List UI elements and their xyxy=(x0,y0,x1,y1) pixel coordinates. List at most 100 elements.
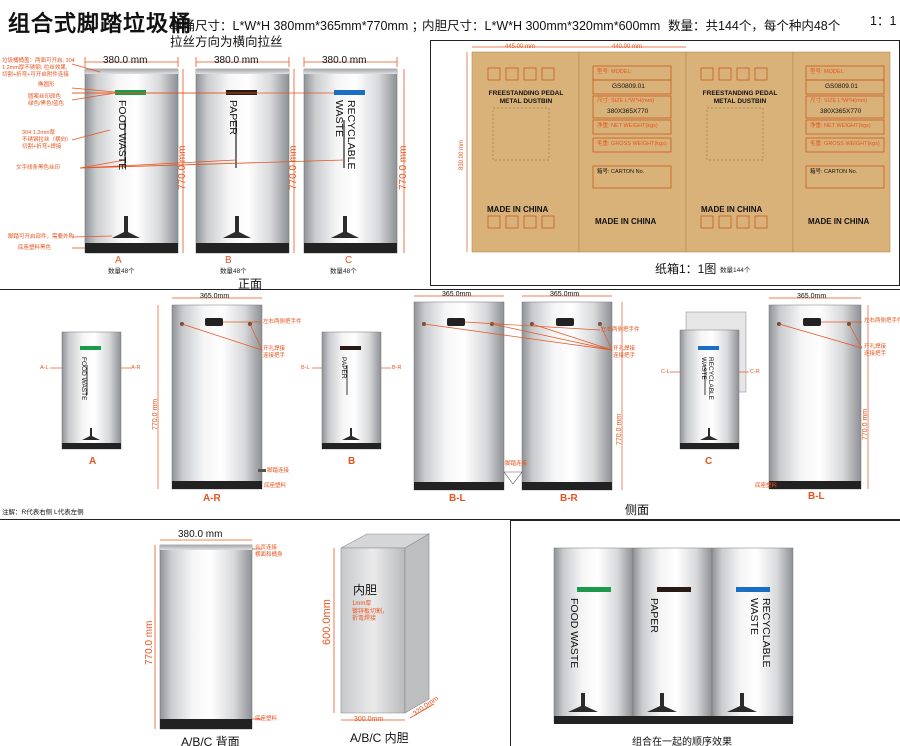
front-height-b: 770.0 mm xyxy=(288,145,299,190)
inner-bin-drawing xyxy=(340,533,431,714)
side-height-2: 770.0 mm xyxy=(616,413,623,445)
back-width: 380.0 mm xyxy=(178,529,223,540)
side-bin-b-l xyxy=(413,301,505,491)
annotation-oval: 椭圆形 xyxy=(38,82,55,88)
side-mark-al: A-L xyxy=(40,365,49,371)
side-text-recyclable: RECYCLABLE WASTE xyxy=(699,357,714,400)
page-title: 组合式脚踏垃圾桶 xyxy=(8,11,193,36)
base-strip xyxy=(85,243,178,253)
carton-net-label-1: 净重: NET WEIGHT(kgs) xyxy=(597,123,658,129)
front-height-c: 770.0 mm xyxy=(398,145,409,190)
brush-direction-note: 拉丝方向为横向拉丝 xyxy=(170,35,283,49)
carton-made-in-3: MADE IN CHINA xyxy=(595,217,657,226)
side-width-ar: 365.0mm xyxy=(200,293,230,300)
inner-note: 1mm厚 镀锌板切割， 折弯焊接 xyxy=(352,601,389,622)
side-ann-handle-3: 左右两侧把手件 xyxy=(864,318,900,324)
side-bin-b-l-right xyxy=(768,304,862,490)
side-width-bl: 365.0mm xyxy=(442,291,472,298)
side-ann-hole-2: 开孔焊接 连接把手 xyxy=(613,346,636,359)
side-bin-a-small xyxy=(61,331,122,450)
carton-model-value-2: GS0809.01 xyxy=(825,83,858,90)
side-ann-handle-1: 左右两侧把手件 xyxy=(263,319,302,325)
side-label-bl: B-L xyxy=(449,493,466,504)
front-qty-c: 数量48个 xyxy=(330,268,357,275)
annotation-base: 底座塑料黑色 xyxy=(18,245,52,251)
carton-model-value-1: GS0809.01 xyxy=(612,83,645,90)
side-ann-handle-2: 左右两侧把手件 xyxy=(601,327,640,333)
side-ann-base-2: 底座塑料 xyxy=(755,483,778,489)
handle-icon xyxy=(205,318,223,326)
carton-front-text-1: FREESTANDING PEDAL METAL DUSTBIN xyxy=(488,90,564,106)
carton-caption: 纸箱1：1图 xyxy=(655,262,717,276)
carton-size-value-2: 380X365X770 xyxy=(820,108,862,115)
side-dimensions xyxy=(50,295,869,490)
side-bin-c-small xyxy=(679,311,747,450)
carton-made-in-1: MADE IN CHINA xyxy=(487,205,549,214)
pedal-icon xyxy=(647,693,677,712)
front-dimensions xyxy=(71,57,405,253)
carton-dim-h: 830.00 mm xyxy=(459,139,465,170)
pedal-icon xyxy=(331,216,359,238)
inner-title: 内胆 xyxy=(353,583,378,597)
carton-made-in-2: MADE IN CHINA xyxy=(701,205,763,214)
front-label-a: A xyxy=(115,255,122,266)
annotation-lid: 垃圾桶桶盖：两面可开启, 304 1.2mm厚不锈钢, 拉丝效果, 切割+折弯+… xyxy=(2,58,75,78)
carton-dim-w2: 440.00 mm xyxy=(612,44,643,50)
side-label-b: B xyxy=(348,456,356,467)
annotation-text-print: 文字线条黑色丝印 xyxy=(16,165,61,171)
handle-icon xyxy=(447,318,465,326)
side-mark-cr: C-R xyxy=(750,369,760,375)
pedal-icon xyxy=(112,216,140,238)
carton-gross-label-1: 毛重: GROSS WEIGHT(kgs) xyxy=(597,141,667,147)
front-label-c: C xyxy=(345,255,353,266)
pedal-icon xyxy=(223,216,251,238)
side-label-ar: A-R xyxy=(203,493,221,504)
back-ann-base: 底座塑料 xyxy=(255,716,278,722)
side-ann-pedal-1: 脚踏连接 xyxy=(267,468,290,474)
green-strip xyxy=(115,90,146,95)
front-width-c: 380.0 mm xyxy=(322,55,367,66)
side-width-bl2: 365.0mm xyxy=(797,293,827,300)
pedal-icon xyxy=(568,693,598,712)
front-label-b: B xyxy=(225,255,232,266)
annotation-print-color: 圆案丝印颜色 绿色/黑色/蓝色 xyxy=(28,94,65,107)
side-mark-bl: B-L xyxy=(301,365,310,371)
carton-qty: 数量144个 xyxy=(720,267,751,274)
combined-text-paper: PAPER xyxy=(648,598,660,633)
side-label-br: B-R xyxy=(560,493,578,504)
side-ann-pedal-2: 脚踏连接 xyxy=(505,461,528,467)
pedal-icon xyxy=(700,428,718,440)
carton-size-label-1: 尺寸: SIZE L*W*H(mm) xyxy=(597,98,655,104)
side-ann-base-1: 底座塑料 xyxy=(264,483,287,489)
carton-face-1 xyxy=(471,51,580,253)
inner-height: 600.0mm xyxy=(321,599,333,645)
side-mark-cl: C-L xyxy=(661,369,670,375)
carton-no-label-2: 箱号: CARTON No. xyxy=(810,169,858,175)
carton-drawing xyxy=(466,46,891,253)
side-bin-a-r xyxy=(171,304,266,490)
combined-text-food-waste: FOOD WASTE xyxy=(568,598,580,669)
back-bin xyxy=(159,544,253,730)
side-width-br: 365.0mm xyxy=(550,291,580,298)
front-qty-a: 数量48个 xyxy=(108,268,135,275)
back-height: 770.0 mm xyxy=(144,620,155,665)
inner-caption: A/B/C 内胆 xyxy=(350,731,409,745)
side-mark-ar: A-R xyxy=(131,365,141,371)
carton-dim-w1: 445.00 mm xyxy=(505,44,536,50)
side-view-panel xyxy=(0,289,900,520)
bin-text-food-waste: FOOD WASTE xyxy=(116,100,128,171)
annotation-pedal: 脚踏可开启部件，需要外购 xyxy=(8,234,75,240)
carton-model-label-1: 型号: MODEL: xyxy=(597,69,633,75)
side-caption: 侧面 xyxy=(625,503,650,517)
pedal-icon xyxy=(727,693,757,712)
combined-bins xyxy=(553,547,794,724)
carton-face-3 xyxy=(685,51,794,253)
side-label-a: A xyxy=(89,456,97,467)
side-ann-hole-1: 开孔焊接 连接把手 xyxy=(263,346,286,359)
side-note: 注解：R代表右侧 L代表左侧 xyxy=(2,509,84,516)
front-bin-a xyxy=(84,68,179,254)
quantity-text: 数量：共144个，每个种内48个 xyxy=(668,19,841,33)
combined-panel xyxy=(510,520,900,746)
